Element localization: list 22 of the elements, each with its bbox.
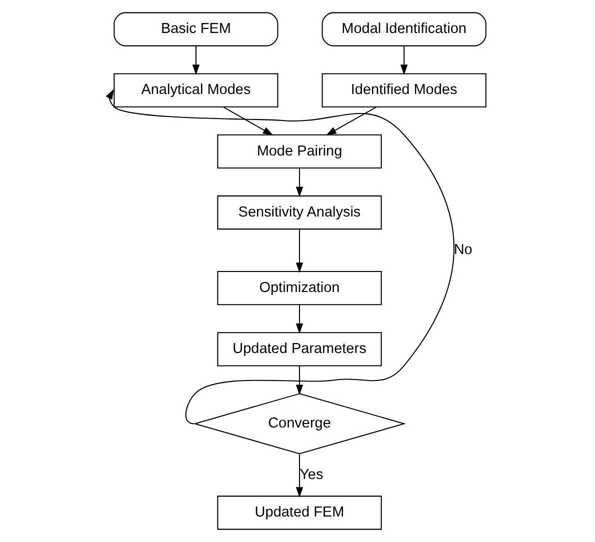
- arrow: [296, 304, 304, 334]
- node-diamond: Converge: [193, 393, 406, 454]
- arrow: [296, 229, 304, 274]
- node-box: Identified Modes: [322, 73, 486, 108]
- arrow: [223, 106, 274, 136]
- arrow: [192, 46, 200, 75]
- edge-label: No: [454, 242, 472, 258]
- arrow: [400, 46, 408, 75]
- node-box: Analytical Modes: [114, 73, 278, 108]
- node-box: Basic FEM: [114, 12, 278, 46]
- arrow: [296, 454, 304, 498]
- node-box: Mode Pairing: [217, 134, 382, 168]
- node-box: Modal Identification: [322, 12, 486, 46]
- node-box: Optimization: [217, 271, 382, 306]
- arrow: [296, 366, 304, 396]
- edge-label: Yes: [300, 466, 324, 483]
- node-box: Sensitivity Analysis: [217, 195, 382, 230]
- node-box: Updated Parameters: [217, 332, 382, 366]
- arrow: [326, 106, 377, 136]
- node-box: Updated FEM: [217, 496, 382, 530]
- arrow: [106, 88, 454, 424]
- arrow: [296, 168, 304, 198]
